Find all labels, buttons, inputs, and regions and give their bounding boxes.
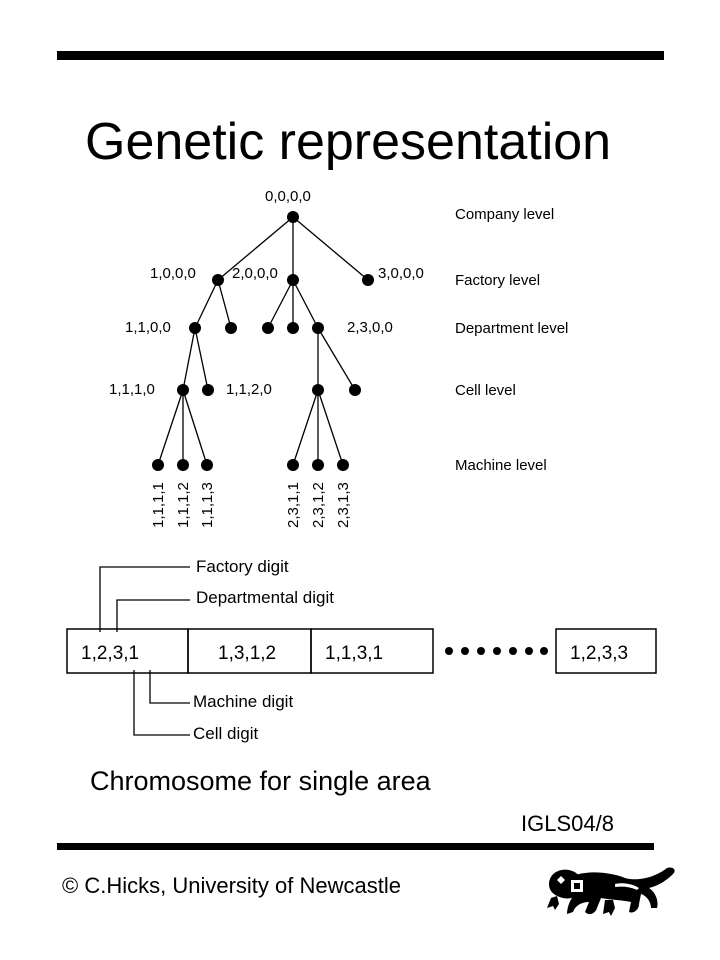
node-dept-1-2 [225, 322, 237, 334]
lion-logo-icon [547, 867, 675, 916]
node-label-machine-5: 2,3,1,2 [310, 482, 327, 528]
factory-digit-leader [99, 566, 190, 632]
slide-code: IGLS04/8 [521, 811, 614, 836]
gene-1: 1,2,3,1 [81, 643, 139, 664]
department-digit-leader [116, 599, 190, 632]
node-label-machine-1: 1,1,1,1 [150, 482, 167, 528]
node-cell-2-3-2 [349, 384, 361, 396]
cell-digit-leader [133, 670, 190, 736]
node-cell-2-3-1 [312, 384, 324, 396]
node-label-dept-1-1: 1,1,0,0 [125, 319, 171, 336]
node-machine-3 [201, 459, 213, 471]
machine-digit-leader [149, 670, 190, 704]
node-machine-4 [287, 459, 299, 471]
node-factory-3 [362, 274, 374, 286]
node-label-machine-6: 2,3,1,3 [335, 482, 352, 528]
tree-edges [157, 216, 369, 466]
factory-digit-label: Factory digit [196, 557, 289, 576]
node-label-cell-1-1-1: 1,1,1,0 [109, 381, 155, 398]
ellipsis-dots [445, 647, 548, 655]
node-cell-1-1-1 [177, 384, 189, 396]
node-company [287, 211, 299, 223]
chromosome-caption: Chromosome for single area [90, 766, 431, 796]
chromosome [66, 628, 657, 674]
cell-digit-label: Cell digit [193, 724, 258, 743]
node-machine-6 [337, 459, 349, 471]
copyright-text: © C.Hicks, University of Newcastle [62, 873, 401, 898]
node-factory-2 [287, 274, 299, 286]
node-machine-5 [312, 459, 324, 471]
node-label-machine-3: 1,1,1,3 [199, 482, 216, 528]
department-digit-label: Departmental digit [196, 588, 334, 607]
level-label-cell: Cell level [455, 382, 516, 399]
node-cell-1-1-2 [202, 384, 214, 396]
tree-nodes [152, 211, 374, 471]
node-machine-1 [152, 459, 164, 471]
node-label-dept-2-3: 2,3,0,0 [347, 319, 393, 336]
level-label-factory: Factory level [455, 272, 540, 289]
machine-digit-label: Machine digit [193, 692, 293, 711]
level-label-department: Department level [455, 320, 568, 337]
node-dept-2-3 [312, 322, 324, 334]
gene-box-last [555, 628, 657, 674]
node-factory-1 [212, 274, 224, 286]
gene-last: 1,2,3,3 [570, 643, 628, 664]
node-label-machine-4: 2,3,1,1 [285, 482, 302, 528]
node-dept-2-1 [262, 322, 274, 334]
node-dept-1-1 [189, 322, 201, 334]
level-label-company: Company level [455, 206, 554, 223]
gene-2: 1,3,1,2 [218, 643, 276, 664]
slide-title: Genetic representation [85, 113, 612, 171]
level-label-machine: Machine level [455, 457, 547, 474]
node-machine-2 [177, 459, 189, 471]
top-rule [57, 51, 664, 60]
gene-box-3 [310, 628, 434, 674]
node-label-cell-1-1-2: 1,1,2,0 [226, 381, 272, 398]
node-dept-2-2 [287, 322, 299, 334]
node-label-factory-1: 1,0,0,0 [150, 265, 196, 282]
node-label-machine-2: 1,1,1,2 [175, 482, 192, 528]
node-label-factory-2: 2,0,0,0 [232, 265, 278, 282]
node-label-factory-3: 3,0,0,0 [378, 265, 424, 282]
node-label-company: 0,0,0,0 [265, 188, 311, 205]
gene-3: 1,1,3,1 [325, 643, 383, 664]
bottom-rule [57, 843, 654, 850]
